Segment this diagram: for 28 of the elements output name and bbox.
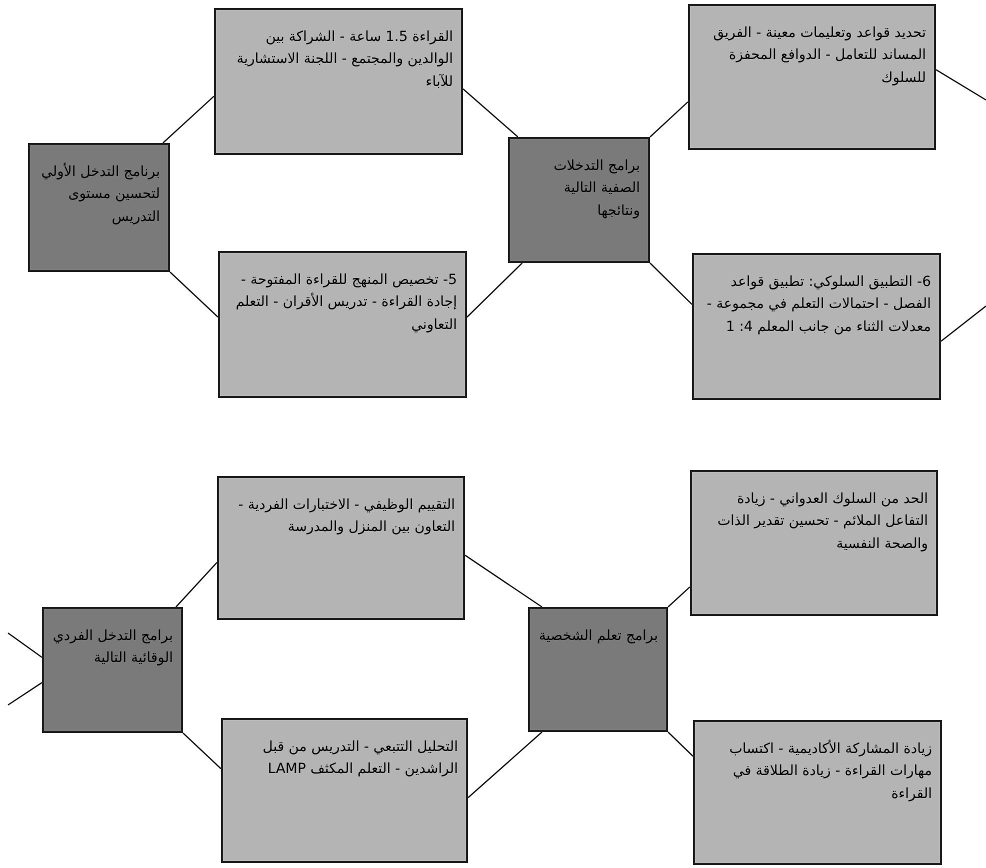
process-box: تحديد قواعد وتعليمات معينة - الفريق المساند للتعامل - الدوافع المحفزة للسلوك [688, 4, 936, 150]
category-box: برامج التدخل الفردي الوقائية التالية [42, 607, 183, 733]
process-box: الحد من السلوك العدواني - زيادة التفاعل الملائم - تحسين تقدير الذات والصحة النفسية [690, 470, 938, 616]
connector-line [8, 632, 42, 658]
connector-line [8, 682, 42, 706]
process-box: زيادة المشاركة الأكاديمية - اكتساب مهارات القراءة - زيادة الطلاقة في القراءة [693, 720, 942, 865]
connector-line [464, 554, 542, 608]
connector-line [468, 732, 542, 798]
category-box: برنامج التدخل الأولي لتحسين مستوى التدريس [28, 143, 170, 272]
category-box: برامج تعلم الشخصية [528, 607, 668, 732]
connector-line [162, 96, 214, 144]
connector-line [936, 69, 986, 101]
connector-line [650, 101, 688, 138]
process-box: 6- التطبيق السلوكي: تطبيق قواعد الفصل - احتمالات التعلم في مجموعة - معدلات الثناء من جانب المعلم 4: 1 [692, 253, 941, 400]
connector-line [650, 262, 692, 305]
connector-line [182, 732, 222, 770]
category-box: برامج التدخلات الصفية التالية ونتائجها [508, 137, 650, 263]
connector-line [940, 305, 986, 342]
connector-line [668, 586, 690, 608]
connector-line [170, 272, 218, 318]
process-box: التقييم الوظيفي - الاختبارات الفردية - التعاون بين المنزل والمدرسة [217, 476, 465, 620]
process-box: التحليل التتبعي - التدريس من قبل الراشدين - التعلم المكثف LAMP [221, 718, 468, 863]
connector-line [462, 88, 518, 138]
connector-line [466, 262, 523, 318]
process-box: القراءة 1.5 ساعة - الشراكة بين الوالدين والمجتمع - اللجنة الاستشارية للآباء [214, 8, 463, 155]
connector-line [175, 562, 218, 608]
connector-line [668, 732, 694, 757]
process-box: 5- تخصيص المنهج للقراءة المفتوحة - إجادة القراءة - تدريس الأقران - التعلم التعاوني [218, 251, 467, 398]
